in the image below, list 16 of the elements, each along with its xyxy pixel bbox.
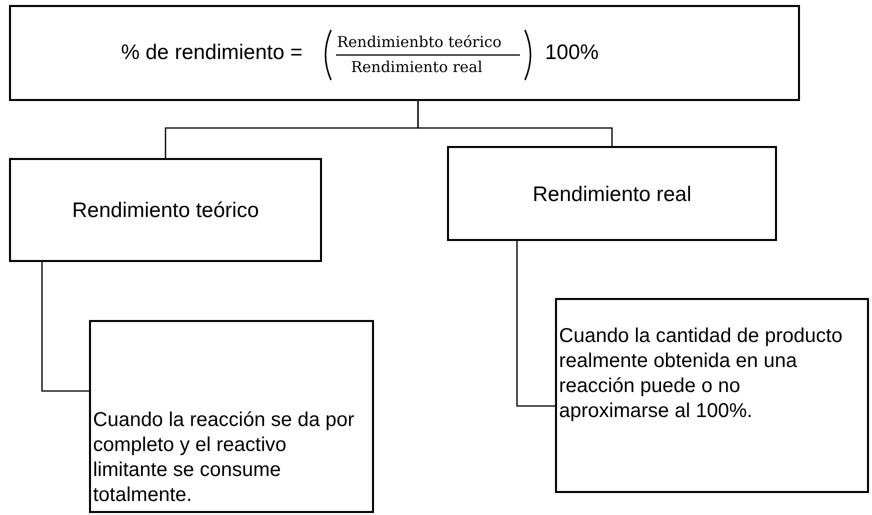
concept-box <box>447 146 777 241</box>
connector-line <box>417 101 613 146</box>
numerator-text: Rendimienbto teórico <box>337 33 502 51</box>
concept-box <box>89 320 374 513</box>
concept-box <box>555 298 869 493</box>
denominator-text: Rendimiento real <box>351 58 482 76</box>
concept-label: Rendimiento real <box>532 182 692 207</box>
formula-box <box>9 5 800 101</box>
definition-text: Cuando la reacción se da por completo y el reactivo limitante se consume totalmente. <box>93 408 356 508</box>
formula-text: % de rendimiento = <box>121 40 303 66</box>
formula-text: 100% <box>545 40 599 66</box>
concept-box <box>9 158 322 262</box>
connector-line <box>516 241 555 407</box>
connector-line <box>41 262 89 392</box>
definition-text: Cuando la cantidad de producto realmente obtenida en una reacción puede o no aproximarse al 100%. <box>559 324 844 424</box>
concept-label: Rendimiento teórico <box>71 198 260 224</box>
